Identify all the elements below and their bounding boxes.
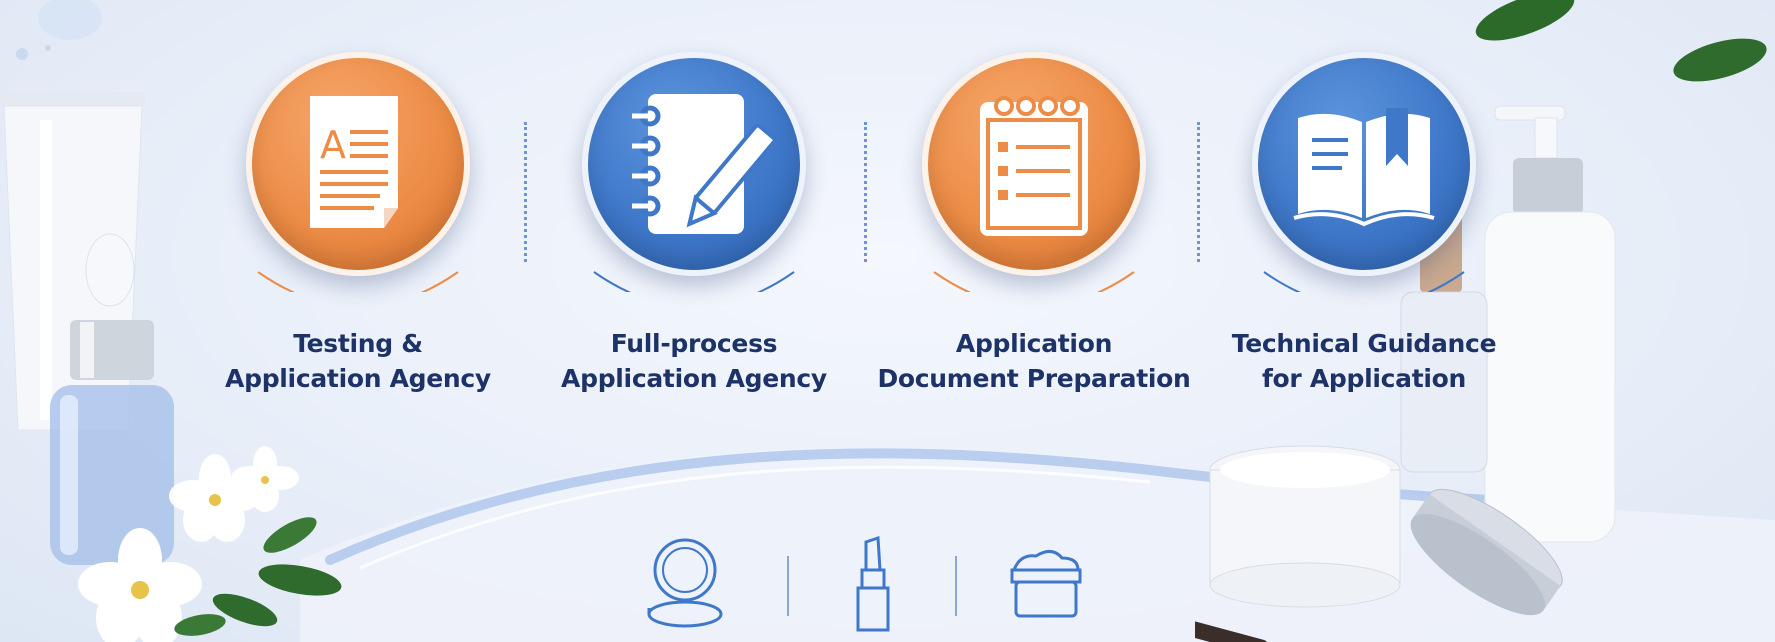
service-label: Testing & Application Agency [225, 329, 491, 393]
service-document-preparation[interactable]: Application Document Preparation [877, 52, 1191, 412]
lipstick-icon [856, 536, 890, 632]
notebook-pencil-icon [632, 94, 777, 234]
service-label: Technical Guidance for Application [1231, 329, 1497, 393]
arc-connector [1263, 271, 1465, 292]
service-technical-guidance[interactable]: Technical Guidance for Application [1214, 52, 1514, 412]
open-book-icon [1293, 108, 1435, 227]
dropper-bottle [50, 233, 174, 565]
cream-jar [1209, 445, 1563, 616]
dotted-divider [524, 122, 530, 262]
service-testing-agency[interactable]: A Testing & Application Agency [208, 52, 508, 412]
arc-connector [257, 271, 459, 292]
right-cosmetics-decor [1195, 0, 1767, 642]
service-full-process-agency[interactable]: Full-process Application Agency [544, 52, 844, 412]
service-label: Full-process Application Agency [561, 329, 827, 393]
service-circle [582, 52, 806, 276]
green-leaves [1475, 0, 1767, 82]
compact-mirror-icon [647, 538, 723, 628]
icon-separator [787, 556, 789, 616]
service-circle [922, 52, 1146, 276]
water-droplets [16, 0, 102, 60]
left-cosmetics-decor [0, 0, 342, 642]
dotted-divider [1197, 122, 1203, 262]
dotted-divider [864, 122, 870, 262]
service-circle: A [246, 52, 470, 276]
checklist-notepad-icon [980, 96, 1088, 236]
icon-separator [955, 556, 957, 616]
svg-text:A: A [320, 123, 346, 167]
arc-connector [933, 271, 1135, 292]
service-circle [1252, 52, 1476, 276]
service-label: Application Document Preparation [877, 329, 1191, 393]
arc-connector [593, 271, 795, 292]
white-flowers [78, 446, 342, 642]
document-icon: A [310, 96, 398, 228]
cream-jar-icon [1010, 550, 1082, 618]
